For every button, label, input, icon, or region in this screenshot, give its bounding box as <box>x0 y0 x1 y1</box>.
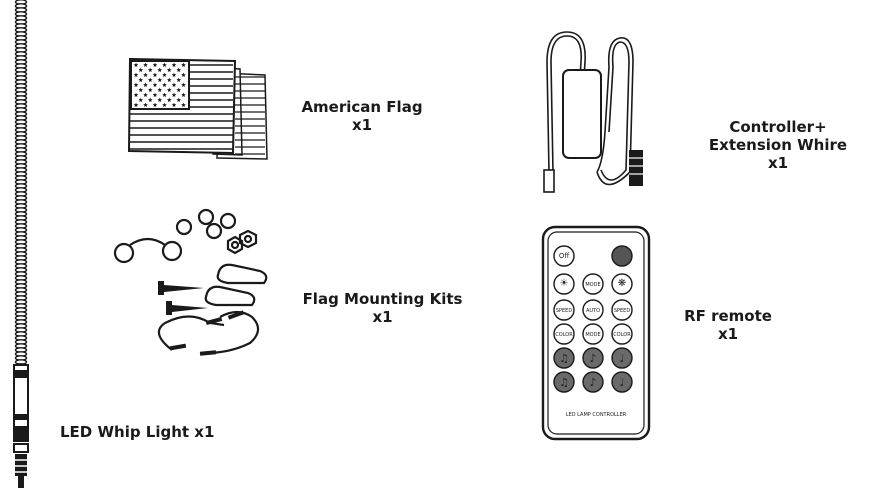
mounting-kit-illustration <box>113 208 268 356</box>
svg-text:♩: ♩ <box>619 376 624 389</box>
svg-text:♫: ♫ <box>559 352 569 365</box>
remote-footer-text: LED LAMP CONTROLLER <box>566 412 627 418</box>
mode-down-button[interactable]: MODE <box>582 323 604 345</box>
controller-wire-illustration <box>543 31 643 193</box>
mode-button[interactable]: MODE <box>582 273 604 295</box>
american-flag-illustration <box>127 57 268 160</box>
speed-down-button[interactable]: SPEED <box>611 299 633 321</box>
music-mode-button-2[interactable]: ♪ <box>582 347 604 369</box>
svg-text:COLOR: COLOR <box>613 332 631 338</box>
svg-text:COLOR: COLOR <box>555 332 573 338</box>
controller-line1: Controller+ <box>729 118 827 136</box>
controller-line2: Extension Whire <box>708 136 848 154</box>
svg-text:❋: ❋ <box>618 278 626 289</box>
controller-qty: x1 <box>767 154 789 172</box>
american-flag-label: American Flag x1 <box>282 98 442 134</box>
brightness-down-button[interactable]: ❋ <box>611 273 633 295</box>
svg-text:♩: ♩ <box>619 352 624 365</box>
svg-text:♪: ♪ <box>589 376 596 389</box>
svg-text:Off: Off <box>559 252 570 260</box>
mounting-kit-qty: x1 <box>372 308 393 326</box>
power-on-button[interactable] <box>611 245 633 267</box>
mounting-kit-label: Flag Mounting Kits x1 <box>285 290 480 326</box>
color-down-button[interactable]: COLOR <box>611 323 633 345</box>
american-flag-name: American Flag <box>301 98 423 116</box>
music-mode-button-6[interactable]: ♩ <box>611 371 633 393</box>
led-whip-light-illustration <box>13 0 29 488</box>
color-up-button[interactable]: COLOR <box>553 323 575 345</box>
svg-text:☀: ☀ <box>560 278 569 289</box>
svg-text:SPEED: SPEED <box>556 308 573 314</box>
rf-remote-illustration: Off ☀ MODE ❋ SPEED AUTO SPEED COLOR MODE COLOR ♫ ♪ ♩… <box>541 225 651 441</box>
rf-remote-name: RF remote <box>684 307 772 325</box>
rf-remote-qty: x1 <box>717 325 739 343</box>
auto-button[interactable]: AUTO <box>582 299 604 321</box>
svg-text:MODE: MODE <box>585 282 600 288</box>
brightness-up-button[interactable]: ☀ <box>553 273 575 295</box>
rf-remote-label: RF remote x1 <box>668 307 788 343</box>
svg-text:♫: ♫ <box>559 376 569 389</box>
speed-up-button[interactable]: SPEED <box>553 299 575 321</box>
music-mode-button-3[interactable]: ♩ <box>611 347 633 369</box>
off-button[interactable]: Off <box>553 245 575 267</box>
svg-text:SPEED: SPEED <box>614 308 631 314</box>
svg-text:MODE: MODE <box>585 332 600 338</box>
mounting-kit-name: Flag Mounting Kits <box>302 290 463 308</box>
american-flag-qty: x1 <box>351 116 373 134</box>
music-mode-button-4[interactable]: ♫ <box>553 371 575 393</box>
controller-label: Controller+ Extension Whire x1 <box>688 118 868 172</box>
svg-text:AUTO: AUTO <box>586 308 600 314</box>
music-mode-button-5[interactable]: ♪ <box>582 371 604 393</box>
music-mode-button-1[interactable]: ♫ <box>553 347 575 369</box>
whip-light-label: LED Whip Light x1 <box>60 423 215 441</box>
svg-text:♪: ♪ <box>589 352 596 365</box>
